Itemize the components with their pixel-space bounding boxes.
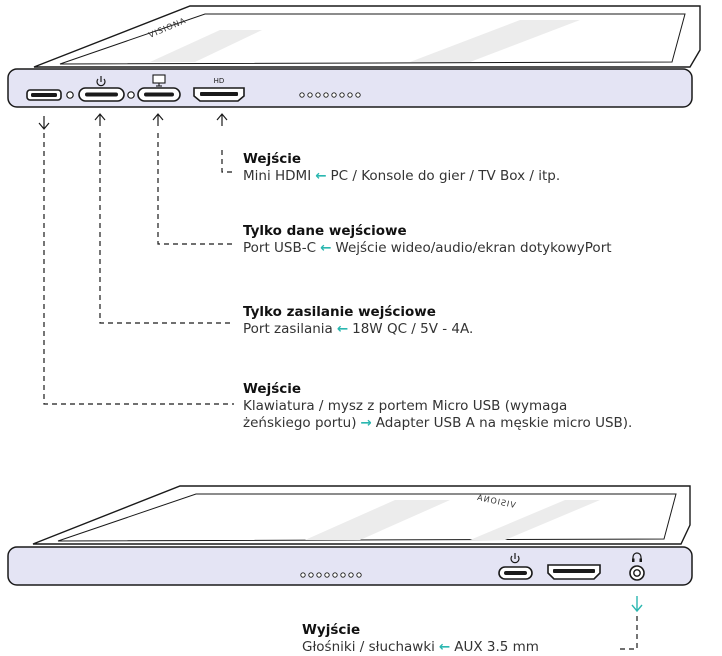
- callout-power: Tylko zasilanie wejściowe Port zasilania…: [243, 304, 473, 338]
- arrow-up: [94, 113, 106, 126]
- bottom-monitor: VISIONA: [7, 485, 693, 586]
- callout-line: żeńskiego portu)→Adapter USB A na męskie…: [243, 415, 633, 431]
- arrow-up: [152, 113, 164, 126]
- callout-audio: Wyjście Głośniki / słuchawki←AUX 3.5 mm: [302, 622, 539, 656]
- callout-title: Wyjście: [302, 622, 361, 638]
- callout-line: Głośniki / słuchawki←AUX 3.5 mm: [302, 639, 539, 655]
- screen-reflection-stripe: [150, 30, 262, 62]
- speaker-grille: [300, 572, 362, 578]
- callout-line: Mini HDMI←PC / Konsole do gier / TV Box …: [243, 168, 561, 184]
- power-icon: [96, 76, 106, 87]
- leader-audio: [620, 616, 638, 650]
- callout-title: Tylko zasilanie wejściowe: [243, 304, 436, 320]
- callout-line: Port zasilania←18W QC / 5V - 4A.: [243, 321, 474, 337]
- headphones-icon: [632, 552, 642, 562]
- dashed-leaders: [43, 133, 234, 405]
- screen-reflection-stripe: [410, 20, 580, 62]
- callout-usbc-data: Tylko dane wejściowe Port USB-C←Wejście …: [243, 223, 612, 257]
- screen-reflection-stripe: [470, 500, 600, 540]
- arrow-up: [216, 113, 228, 126]
- leader-micro-usb: [43, 133, 234, 405]
- callout-line: Port USB-C←Wejście wideo/audio/ekran dot…: [243, 240, 612, 256]
- hd-label: HD: [214, 77, 225, 85]
- callout-title: Wejście: [243, 381, 302, 397]
- audio-jack: [629, 565, 645, 581]
- arrow-down: [38, 116, 50, 130]
- leader-usbc-data: [157, 133, 234, 245]
- top-monitor: VISIONA HD: [7, 5, 701, 108]
- leader-power: [99, 133, 234, 324]
- callout-hdmi: Wejście Mini HDMI←PC / Konsole do gier /…: [243, 151, 560, 185]
- speaker-grille: [299, 92, 361, 98]
- callout-title: Wejście: [243, 151, 302, 167]
- led-indicator: [66, 91, 74, 99]
- callout-title: Tylko dane wejściowe: [243, 223, 407, 239]
- arrow-down: [631, 596, 643, 613]
- power-icon: [510, 553, 520, 564]
- connector-lines: [38, 113, 228, 130]
- callout-line: Klawiatura / mysz z portem Micro USB (wy…: [243, 398, 568, 414]
- screen-reflection-stripe: [305, 500, 450, 540]
- callout-micro-usb: Wejście Klawiatura / mysz z portem Micro…: [243, 381, 632, 432]
- display-icon: [152, 74, 166, 87]
- leader-hdmi: [221, 150, 234, 173]
- led-indicator: [127, 91, 135, 99]
